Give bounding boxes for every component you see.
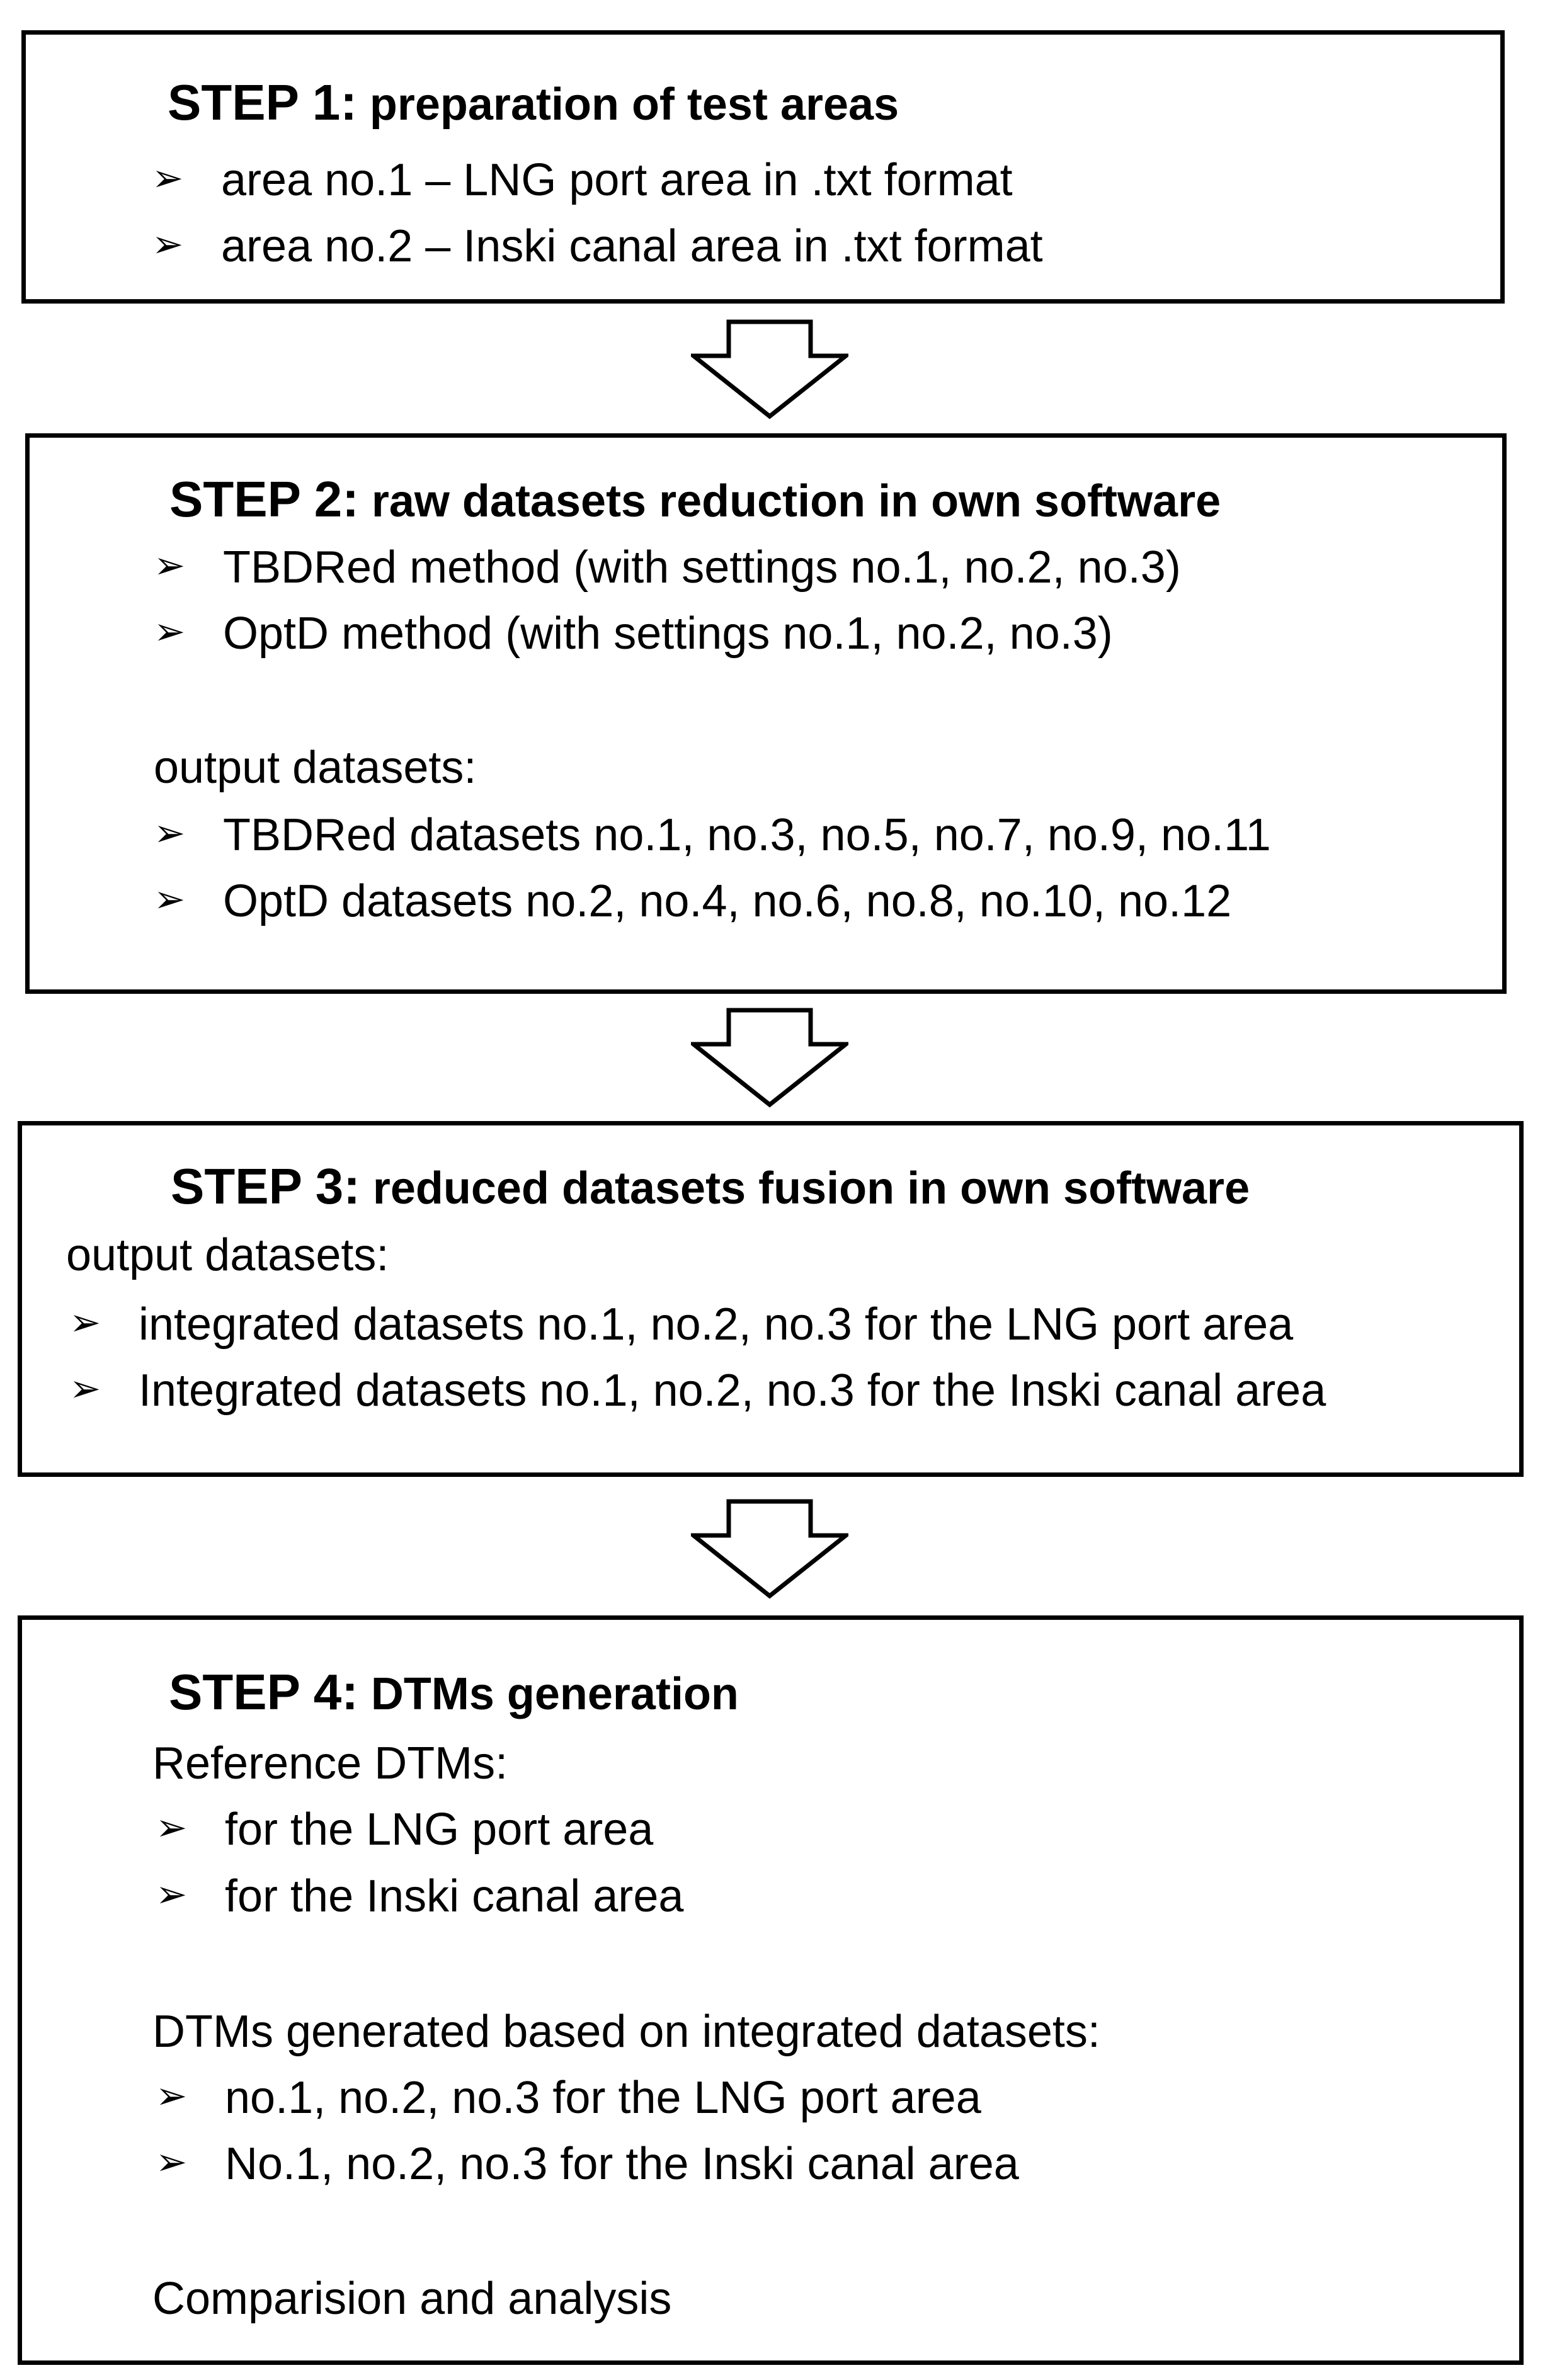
step-4-generated-heading: DTMs generated based on integrated datas…	[152, 2007, 1100, 2057]
arrowhead-bullet-icon: ➢	[154, 610, 186, 652]
arrowhead-bullet-icon: ➢	[69, 1301, 101, 1343]
step-1-box: STEP 1: preparation of test areas ➢ area…	[21, 30, 1505, 304]
step-3-box: STEP 3: reduced datasets fusion in own s…	[18, 1121, 1524, 1477]
step-1-title: STEP 1: preparation of test areas	[168, 77, 899, 128]
step-4-reference-heading: Reference DTMs:	[152, 1738, 508, 1789]
step-2-label: STEP 2:	[169, 471, 359, 527]
arrowhead-bullet-icon: ➢	[152, 157, 184, 199]
down-arrow-icon	[691, 1008, 848, 1108]
step-4-closing: Comparision and analysis	[152, 2274, 672, 2324]
step-4-label: STEP 4:	[169, 1664, 358, 1720]
arrowhead-bullet-icon: ➢	[156, 2075, 188, 2117]
arrowhead-bullet-icon: ➢	[154, 544, 186, 586]
arrowhead-bullet-icon: ➢	[154, 812, 186, 854]
arrowhead-bullet-icon: ➢	[154, 878, 186, 920]
arrowhead-bullet-icon: ➢	[156, 2141, 188, 2183]
arrowhead-bullet-icon: ➢	[152, 223, 184, 265]
arrowhead-bullet-icon: ➢	[69, 1367, 101, 1409]
down-arrow-icon	[691, 1499, 848, 1599]
arrowhead-bullet-icon: ➢	[156, 1806, 188, 1848]
step-2-output-heading: output datasets:	[154, 743, 477, 793]
step-1-heading: preparation of test areas	[356, 79, 899, 130]
down-arrow-icon	[691, 319, 848, 419]
step-4-box: STEP 4: DTMs generation Reference DTMs: …	[18, 1615, 1524, 2365]
step-3-title: STEP 3: reduced datasets fusion in own s…	[171, 1161, 1250, 1212]
step-3-heading: reduced datasets fusion in own software	[360, 1163, 1250, 1214]
step-2-heading: raw datasets reduction in own software	[358, 476, 1221, 527]
step-4-heading: DTMs generation	[358, 1669, 739, 1719]
step-1-label: STEP 1:	[168, 74, 357, 130]
step-2-box: STEP 2: raw datasets reduction in own so…	[25, 433, 1507, 994]
arrowhead-bullet-icon: ➢	[156, 1873, 188, 1915]
step-3-output-heading: output datasets:	[66, 1230, 389, 1280]
step-4-title: STEP 4: DTMs generation	[169, 1667, 739, 1717]
step-3-label: STEP 3:	[171, 1158, 360, 1214]
step-2-title: STEP 2: raw datasets reduction in own so…	[169, 474, 1221, 525]
